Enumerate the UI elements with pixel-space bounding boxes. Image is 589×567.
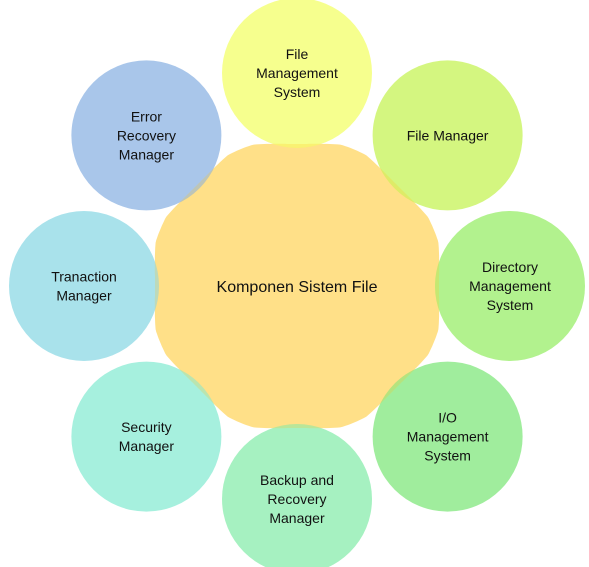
node-security-manager [71, 361, 222, 512]
node-io-management-system [372, 361, 523, 512]
node-file-management-system [222, 0, 372, 148]
node-error-recovery-manager [71, 60, 222, 211]
node-circle [222, 0, 372, 148]
node-circle [372, 361, 523, 512]
node-circle [372, 60, 523, 211]
node-circle [222, 424, 372, 567]
node-circle [9, 211, 159, 361]
node-tranaction-manager [9, 211, 159, 361]
center-hub [154, 143, 440, 429]
center-shape [154, 143, 440, 429]
node-directory-management-system [435, 211, 585, 361]
node-circle [71, 60, 222, 211]
node-label: File Manager [407, 127, 489, 143]
center-label: Komponen Sistem File [217, 279, 378, 296]
node-circle [71, 361, 222, 512]
node-circle [435, 211, 585, 361]
node-backup-and-recovery-manager [222, 424, 372, 567]
node-file-manager [372, 60, 523, 211]
